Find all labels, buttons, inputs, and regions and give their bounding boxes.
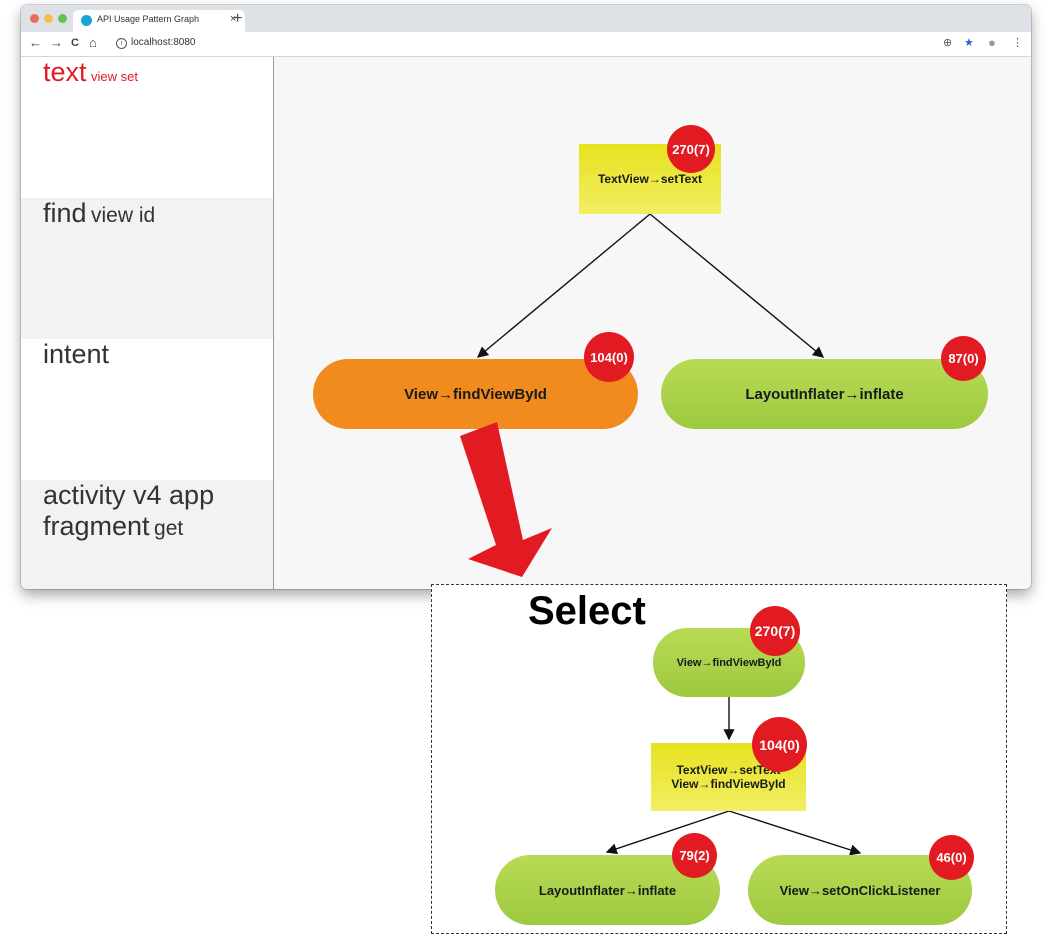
- node-badge: 87(0): [941, 336, 986, 381]
- bookmark-star-icon[interactable]: ★: [964, 37, 974, 49]
- node-label: View→findViewById: [676, 656, 782, 669]
- sidebar-item-label: find view id: [43, 198, 156, 228]
- browser-toolbar: ← → C ⌂ i localhost:8080 ⊕ ★ ● ⋮: [21, 32, 1031, 57]
- profile-icon[interactable]: ●: [988, 35, 996, 50]
- edge-root-right: [649, 213, 825, 358]
- zoom-icon[interactable]: ⊕: [943, 37, 953, 49]
- sidebar-item-intent[interactable]: intent: [21, 339, 273, 480]
- edge-root-left: [476, 213, 651, 358]
- sidebar-item-label: activity v4 app fragment get: [43, 480, 215, 541]
- node-label: TextView→setText: [597, 172, 703, 186]
- node-right[interactable]: LayoutInflater→inflate: [661, 359, 988, 429]
- node-badge: 270(7): [667, 125, 715, 173]
- sidebar-item-activity[interactable]: activity v4 app fragment get: [21, 480, 273, 589]
- select-title: Select: [528, 589, 646, 633]
- node-badge: 46(0): [929, 835, 974, 880]
- maximize-window-icon[interactable]: [58, 14, 67, 23]
- site-info-icon[interactable]: i: [116, 38, 127, 49]
- sidebar-item-label: intent: [43, 339, 110, 369]
- node-badge: 79(2): [672, 833, 717, 878]
- node-badge: 270(7): [750, 606, 800, 656]
- node-left[interactable]: View→findViewById: [313, 359, 638, 429]
- minimize-window-icon[interactable]: [44, 14, 53, 23]
- new-tab-button[interactable]: +: [233, 10, 243, 27]
- node-label-line2: View→findViewById: [671, 777, 786, 791]
- select-panel: Select View→findViewById 270(7) TextView…: [431, 584, 1007, 934]
- home-icon[interactable]: ⌂: [89, 35, 97, 50]
- browser-tab[interactable]: API Usage Pattern Graph ×: [73, 10, 245, 32]
- reload-icon[interactable]: C: [71, 37, 79, 49]
- node-badge: 104(0): [584, 332, 634, 382]
- node-label: LayoutInflater→inflate: [538, 882, 677, 898]
- tab-bar: API Usage Pattern Graph × +: [21, 5, 1031, 32]
- graph-edges: [476, 213, 825, 358]
- forward-icon[interactable]: →: [50, 35, 63, 50]
- node-label: View→findViewById: [404, 385, 547, 403]
- select-graph-edges: [605, 697, 862, 856]
- node-label-line1: TextView→setText: [676, 763, 781, 777]
- sidebar: text view set find view id intent activi…: [21, 57, 274, 589]
- graph-canvas: TextView→setText 270(7) View→findViewByI…: [274, 57, 1031, 589]
- edge-middle-right: [728, 810, 862, 856]
- sidebar-item-find[interactable]: find view id: [21, 198, 273, 339]
- node-label: LayoutInflater→inflate: [745, 385, 904, 403]
- sidebar-item-label: text view set: [43, 57, 138, 87]
- node-label: View→setOnClickListener: [779, 882, 941, 898]
- sidebar-item-text[interactable]: text view set: [21, 57, 273, 198]
- tab-close-icon[interactable]: ×: [230, 13, 237, 25]
- menu-icon[interactable]: ⋮: [1012, 37, 1023, 49]
- node-badge: 104(0): [752, 717, 807, 772]
- address-bar[interactable]: localhost:8080: [131, 37, 196, 48]
- tab-title: API Usage Pattern Graph: [97, 14, 200, 24]
- edge-middle-left: [605, 810, 730, 855]
- back-icon[interactable]: ←: [29, 35, 42, 50]
- close-window-icon[interactable]: [30, 14, 39, 23]
- browser-window: API Usage Pattern Graph × + ← → C ⌂ i lo…: [21, 5, 1031, 589]
- favicon-icon: [81, 15, 92, 26]
